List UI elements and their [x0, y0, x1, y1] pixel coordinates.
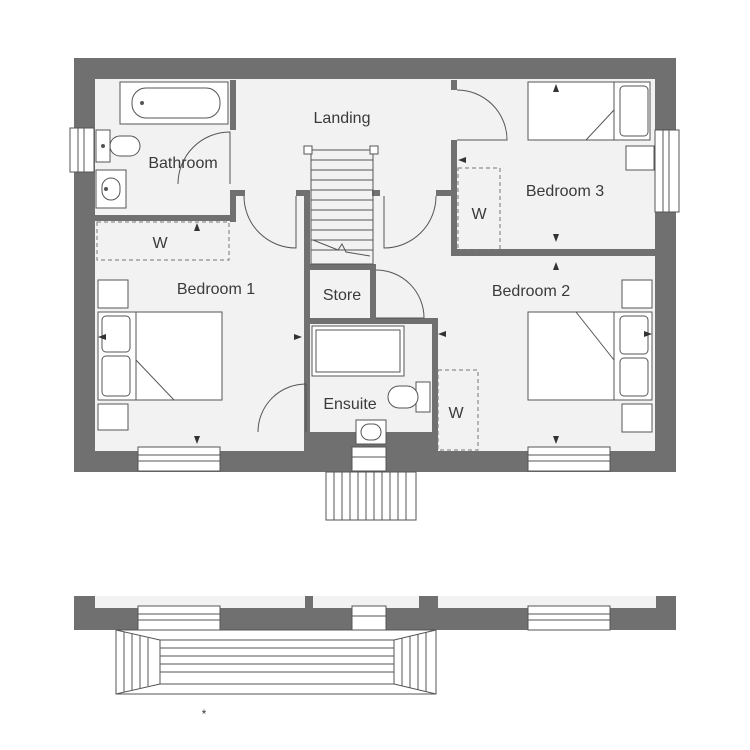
bedroom2-nightstand-top: [621, 279, 653, 309]
bathroom-door: [177, 131, 231, 185]
bedroom3-door: [456, 89, 508, 141]
store-label: Store: [323, 287, 361, 304]
footnote-asterisk: *: [202, 707, 207, 721]
dimension-markers: [98, 84, 652, 444]
bedroom1-label: Bedroom 1: [177, 281, 255, 298]
staircase: [303, 145, 379, 265]
bedroom3-wardrobe-label: W: [471, 206, 487, 223]
bedroom2-nightstand-bottom: [621, 403, 653, 433]
bath-tub: [119, 81, 229, 125]
windows: [69, 127, 680, 472]
bedroom1-nightstand-top: [97, 279, 129, 309]
bedroom2-label: Bedroom 2: [492, 283, 570, 300]
store-door: [375, 269, 425, 319]
ensuite-toilet: [387, 381, 431, 413]
bathroom-toilet: [95, 129, 141, 163]
bedroom1-door: [243, 195, 297, 249]
bathroom-basin: [95, 169, 127, 209]
ensuite-shower: [311, 325, 405, 377]
bathroom-label: Bathroom: [148, 155, 217, 172]
lower-wall-strip: [74, 596, 676, 631]
bedroom1-nightstand-bottom: [97, 403, 129, 431]
bedroom2-bed: [527, 311, 653, 401]
lower-deck: [115, 629, 437, 695]
landing-label: Landing: [314, 110, 371, 127]
balcony-steps: [325, 471, 417, 521]
ensuite-label: Ensuite: [323, 396, 376, 413]
bedroom1-wardrobe-label: W: [152, 235, 168, 252]
bedroom1-wardrobe: [96, 221, 230, 261]
bedroom2-door: [383, 195, 437, 249]
bedroom3-nightstand: [625, 145, 655, 171]
bedroom3-wardrobe: [457, 167, 501, 251]
ensuite-basin: [355, 419, 387, 445]
ensuite-door: [257, 383, 307, 433]
bedroom1-bed: [97, 311, 223, 401]
bedroom3-label: Bedroom 3: [526, 183, 604, 200]
bedroom2-wardrobe: [437, 369, 479, 451]
bedroom3-bed: [527, 81, 651, 141]
bedroom2-wardrobe-label: W: [448, 405, 464, 422]
